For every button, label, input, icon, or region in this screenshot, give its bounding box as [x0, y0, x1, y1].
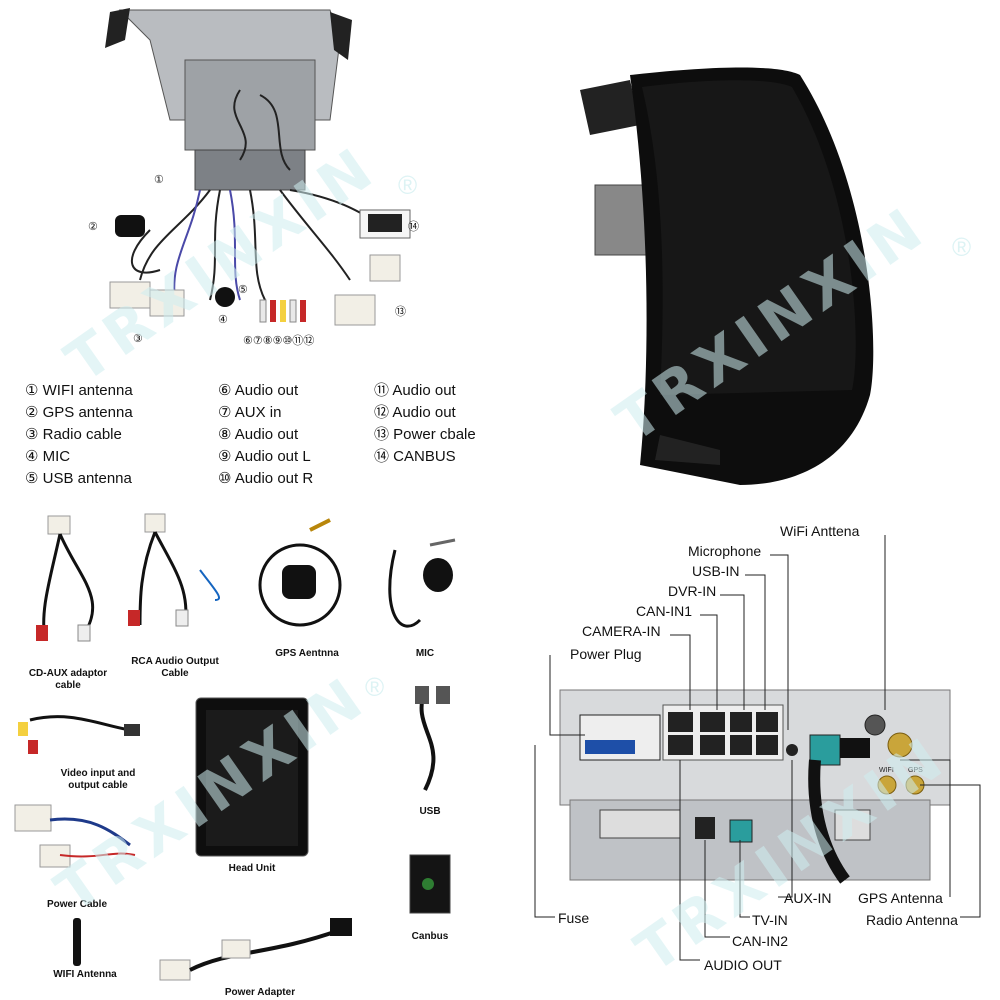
legend-column-1: ① WIFI antenna ② GPS antenna ③ Radio cab… — [25, 380, 133, 490]
harness-number-14: ⑭ — [408, 221, 419, 233]
port-label-gps: GPS — [908, 767, 923, 774]
caption-mic: MIC — [415, 648, 435, 659]
harness-number-4: ④ — [218, 314, 228, 326]
legend-column-2: ⑥ Audio out ⑦ AUX in ⑧ Audio out ⑨ Audio… — [218, 380, 313, 490]
label-fuse: Fuse — [558, 910, 590, 926]
label-audio-out: AUDIO OUT — [704, 957, 782, 973]
legend-column-3: ⑪ Audio out ⑫ Audio out ⑬ Power cbale ⑭ … — [374, 380, 476, 468]
legend-item: ⑤ USB antenna — [25, 470, 132, 487]
registered-mark: ® — [398, 170, 418, 200]
label-usb-in: USB-IN — [692, 563, 740, 579]
caption-wifi: WIFI Antenna — [53, 969, 117, 980]
label-tv-in: TV-IN — [752, 912, 788, 928]
legend-item: ⑥ Audio out — [218, 382, 299, 399]
legend-item: ⑩ Audio out R — [218, 470, 314, 487]
port-label-wifi: WIFI — [879, 767, 894, 774]
harness-number-6-12: ⑥⑦⑧⑨⑩⑪⑫ — [243, 335, 315, 347]
screen-photo — [580, 67, 874, 485]
label-microphone: Microphone — [688, 543, 762, 559]
harness-photo — [105, 8, 411, 326]
caption-canbus: Canbus — [411, 931, 449, 942]
caption-cd-aux: CD-AUX adaptor cable — [28, 668, 108, 691]
legend-item: ⑬ Power cbale — [374, 426, 476, 443]
legend-item: ③ Radio cable — [25, 426, 122, 443]
registered-mark: ® — [952, 232, 972, 262]
label-aux-in: AUX-IN — [784, 890, 832, 906]
label-wifi-antenna: WiFi Anttena — [780, 523, 860, 539]
label-can-in2: CAN-IN2 — [732, 933, 789, 949]
harness-number-3: ③ — [133, 333, 143, 345]
accessories-photo — [14, 513, 456, 981]
label-dvr-in: DVR-IN — [668, 583, 717, 599]
harness-number-13: ⑬ — [395, 306, 406, 318]
legend-item: ⑭ CANBUS — [374, 448, 456, 465]
label-power-plug: Power Plug — [570, 646, 642, 662]
caption-power-cable: Power Cable — [46, 899, 108, 910]
legend-item: ⑪ Audio out — [374, 382, 456, 399]
caption-gps: GPS Aentnna — [275, 648, 339, 659]
legend-item: ① WIFI antenna — [25, 382, 133, 399]
registered-mark: ® — [365, 672, 385, 702]
caption-head-unit: Head Unit — [228, 863, 276, 874]
legend-item: ④ MIC — [25, 448, 71, 465]
caption-rca: RCA Audio Output Cable — [131, 656, 219, 679]
harness-number-1: ① — [154, 174, 164, 186]
harness-number-2: ② — [88, 221, 98, 233]
caption-power-adapter: Power Adapter — [224, 987, 296, 998]
harness-number-5: ⑤ — [238, 284, 248, 296]
caption-video: Video input and output cable — [60, 768, 136, 791]
label-gps-antenna: GPS Antenna — [858, 890, 943, 906]
legend-item: ⑧ Audio out — [218, 426, 299, 443]
label-camera-in: CAMERA-IN — [582, 623, 661, 639]
legend-item: ⑫ Audio out — [374, 404, 456, 421]
legend-item: ⑦ AUX in — [218, 404, 282, 421]
legend-item: ② GPS antenna — [25, 404, 133, 421]
rear-panel-diagram: WIFI GPS — [534, 535, 981, 961]
label-radio-antenna: Radio Antenna — [866, 912, 958, 928]
caption-usb: USB — [419, 806, 441, 817]
legend-item: ⑨ Audio out L — [218, 448, 311, 465]
label-can-in1: CAN-IN1 — [636, 603, 693, 619]
